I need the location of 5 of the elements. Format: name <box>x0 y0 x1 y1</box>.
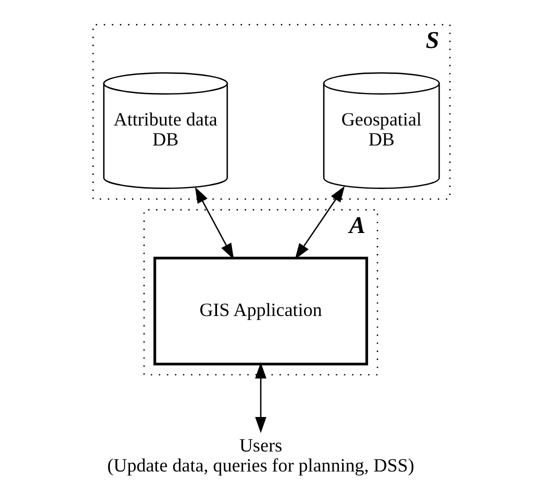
arrow <box>194 186 234 260</box>
node-text: Users (Update data, queries for planning, DSS) <box>106 435 414 477</box>
node-box: GIS Application <box>152 256 368 366</box>
arrow <box>294 186 344 260</box>
arrow <box>254 362 266 434</box>
